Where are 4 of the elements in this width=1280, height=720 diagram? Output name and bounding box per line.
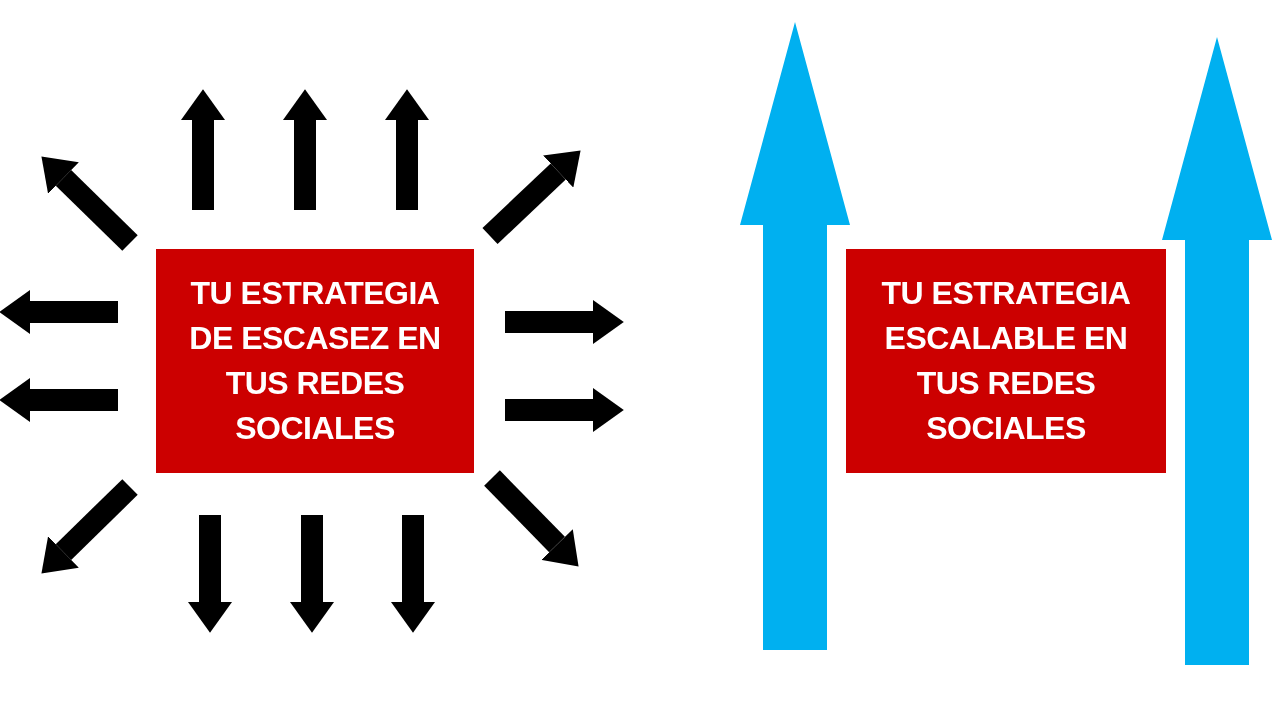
box-title: TU ESTRATEGIA ESCALABLE EN TUS REDES SOCIALES	[880, 274, 1132, 448]
strategy-box	[156, 249, 474, 473]
box-title: TU ESTRATEGIA DE ESCASEZ EN TUS REDES SOCIALES	[188, 274, 442, 448]
strategy-box	[846, 249, 1166, 473]
